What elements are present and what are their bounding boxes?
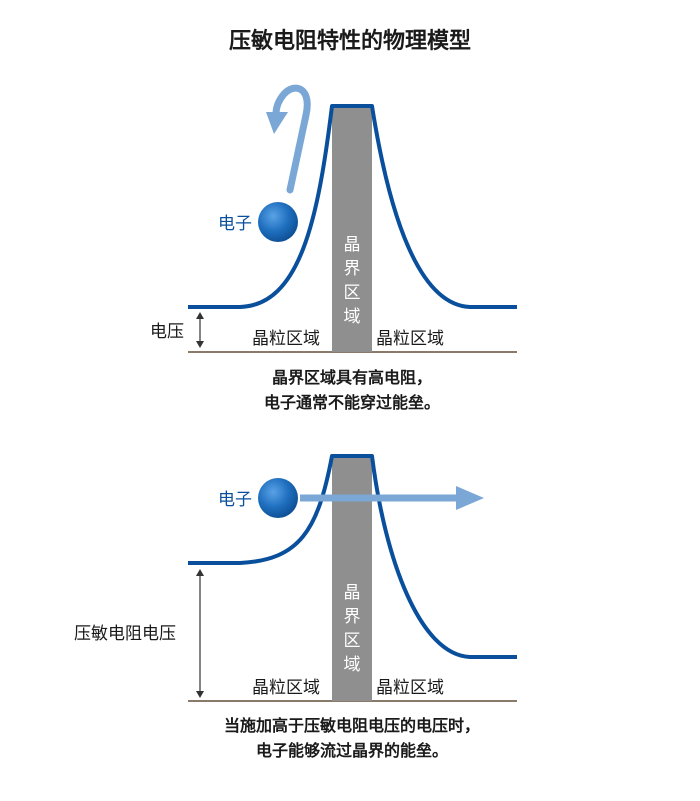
voltage-arrow-up xyxy=(196,312,204,319)
panel-high-resistance: 晶 界 区 域 电子 电压 晶粒区域 晶粒区域 晶界区域具有高电阻， 电子通常不… xyxy=(150,84,517,412)
electron-label: 电子 xyxy=(218,214,252,234)
electron-ball xyxy=(258,202,298,242)
voltage-arrow-up xyxy=(196,569,204,576)
barrier-label-char: 域 xyxy=(344,307,361,327)
energy-barrier-curve xyxy=(188,104,517,309)
barrier-label-char: 界 xyxy=(344,607,361,627)
bounce-back-arrow xyxy=(272,84,311,194)
varistor-voltage-label: 压敏电阻电压 xyxy=(74,624,176,644)
voltage-label: 电压 xyxy=(150,322,184,342)
panel-varistor-conduction: 晶 界 区 域 电子 压敏电阻电压 晶粒区域 晶粒区域 当施加高于压敏电阻电压的… xyxy=(74,454,517,760)
barrier-label-char: 区 xyxy=(344,283,361,303)
barrier-label-char: 区 xyxy=(344,631,361,651)
grain-label-left: 晶粒区域 xyxy=(252,329,320,349)
voltage-arrow-down xyxy=(196,691,204,698)
energy-barrier-curve xyxy=(188,454,517,659)
electron-ball xyxy=(258,478,298,518)
diagram-title: 压敏电阻特性的物理模型 xyxy=(229,28,471,54)
grain-label-left: 晶粒区域 xyxy=(252,678,320,698)
bounce-arrow-head xyxy=(266,112,288,134)
voltage-arrow-down xyxy=(196,341,204,348)
grain-boundary-bar xyxy=(332,106,372,352)
caption-line: 电子能够流过晶界的能垒。 xyxy=(256,741,448,760)
pass-arrow-head xyxy=(456,486,484,510)
electron-label: 电子 xyxy=(218,490,252,510)
grain-label-right: 晶粒区域 xyxy=(376,678,444,698)
barrier-label-char: 晶 xyxy=(344,235,361,255)
barrier-label-char: 界 xyxy=(344,259,361,279)
caption-line: 晶界区域具有高电阻， xyxy=(272,368,432,387)
barrier-label-char: 域 xyxy=(344,655,361,675)
caption-line: 当施加高于压敏电阻电压的电压时， xyxy=(224,716,480,735)
grain-label-right: 晶粒区域 xyxy=(376,329,444,349)
barrier-label-char: 晶 xyxy=(344,583,361,603)
caption-line: 电子通常不能穿过能垒。 xyxy=(264,393,440,412)
